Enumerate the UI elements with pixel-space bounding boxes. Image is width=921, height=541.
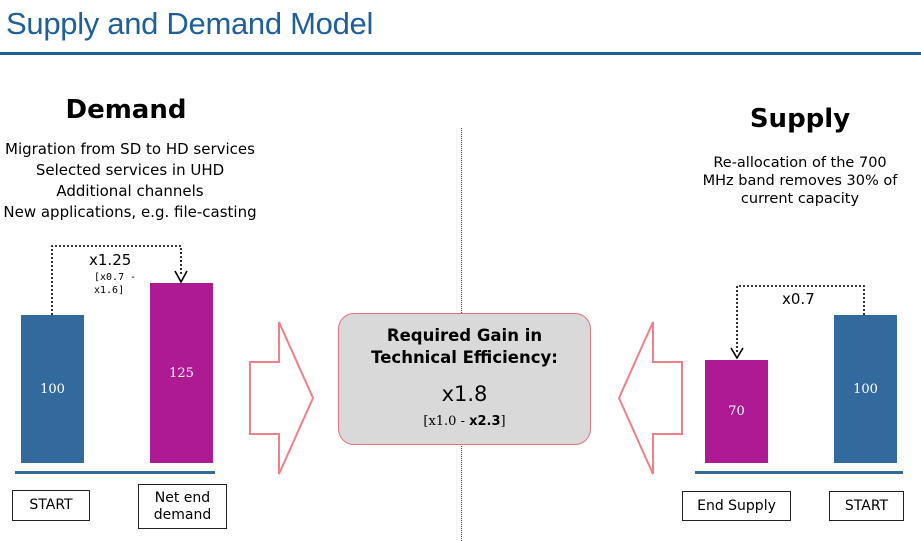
supply-baseline (695, 471, 903, 474)
demand-driver: Selected services in UHD (35, 161, 225, 179)
gain-title: Required Gain in Technical Efficiency: (339, 325, 590, 369)
supply-start-label: START (829, 491, 904, 521)
gain-title-line: Technical Efficiency: (371, 348, 558, 367)
gain-range-prefix: [x1.0 - (423, 414, 470, 429)
supply-start-label-text: START (844, 497, 889, 514)
demand-range: [x0.7 - x1.6] (94, 271, 136, 297)
supply-end-label: End Supply (682, 491, 791, 521)
page-title: Supply and Demand Model (6, 6, 374, 41)
demand-drivers: Migration from SD to HD services Selecte… (0, 139, 260, 223)
demand-start-value: 100 (40, 381, 65, 397)
gain-range: [x1.0 - x2.3] (339, 414, 590, 429)
demand-driver: New applications, e.g. file-casting (3, 203, 257, 221)
supply-start-value: 100 (853, 381, 878, 397)
demand-driver: Additional channels (56, 182, 204, 200)
supply-end-bar: 70 (705, 360, 768, 463)
demand-heading: Demand (65, 95, 187, 125)
demand-start-bar: 100 (21, 315, 84, 463)
demand-end-value: 125 (169, 365, 194, 381)
demand-end-label-text: demand (153, 506, 212, 523)
required-gain-box: Required Gain in Technical Efficiency: x… (338, 313, 591, 445)
demand-end-bar: 125 (150, 283, 213, 463)
supply-arrowhead-icon (730, 347, 744, 360)
demand-end-label: Net end demand (138, 484, 227, 529)
title-rule (0, 52, 921, 55)
gain-value: x1.8 (441, 382, 488, 406)
gain-title-line: Required Gain in (386, 326, 543, 345)
demand-start-label-text: START (29, 497, 73, 513)
left-arrow-icon (617, 321, 683, 475)
demand-arrowhead-icon (174, 270, 188, 284)
demand-connector (51, 245, 182, 315)
demand-range-line: [x0.7 - (94, 272, 137, 283)
right-arrow-icon (249, 321, 315, 475)
demand-driver: Migration from SD to HD services (5, 140, 255, 158)
supply-heading: Supply (749, 104, 851, 134)
supply-note-line: Re-allocation of the 700 (713, 155, 887, 171)
supply-note-line: current capacity (740, 191, 860, 207)
demand-range-line: x1.6] (94, 285, 125, 296)
supply-factor: x0.7 (782, 290, 815, 308)
demand-end-label-text: Net end (154, 489, 211, 506)
supply-start-bar: 100 (834, 315, 897, 463)
supply-end-label-text: End Supply (697, 497, 776, 514)
demand-baseline (15, 471, 215, 474)
supply-end-value: 70 (728, 404, 745, 419)
gain-range-suffix: ] (500, 414, 506, 429)
demand-factor: x1.25 (89, 251, 132, 269)
gain-range-max: x2.3 (469, 414, 501, 429)
supply-note: Re-allocation of the 700 MHz band remove… (680, 154, 920, 208)
supply-connector (736, 285, 865, 352)
supply-note-line: MHz band removes 30% of (702, 173, 898, 189)
demand-start-label: START (12, 490, 90, 521)
